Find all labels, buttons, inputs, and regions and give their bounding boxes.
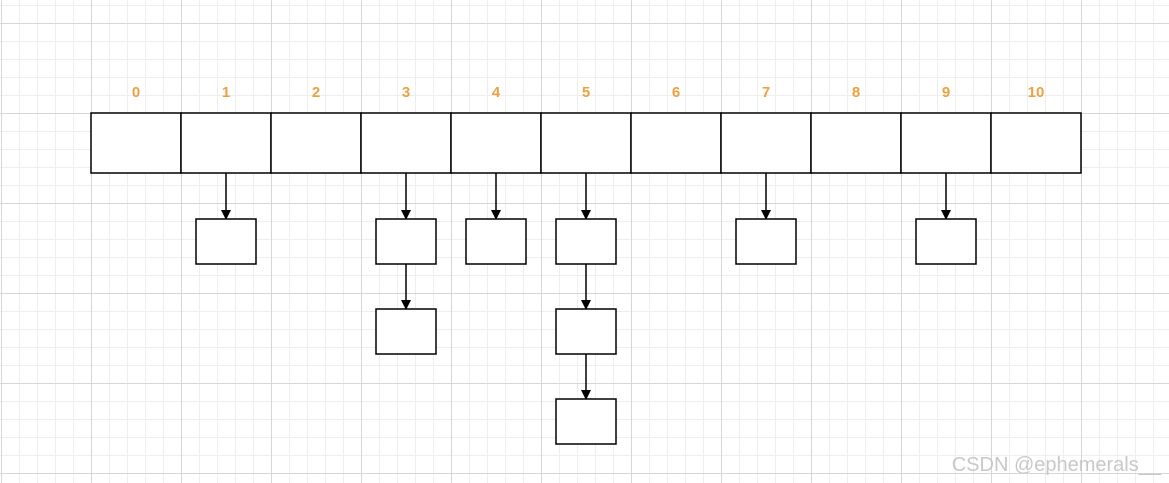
bucket-cell-10: [990, 112, 1082, 174]
index-label-9: 9: [942, 84, 950, 101]
index-label-6: 6: [672, 84, 680, 101]
chain-node-7-0: [735, 218, 797, 265]
bucket-cell-4: [450, 112, 542, 174]
index-label-2: 2: [312, 84, 320, 101]
chain-node-3-1: [375, 308, 437, 355]
collision-chains: [195, 173, 977, 445]
bucket-cell-9: [900, 112, 992, 174]
chain-node-1-0: [195, 218, 257, 265]
index-label-8: 8: [852, 84, 860, 101]
index-label-10: 10: [1028, 84, 1045, 101]
index-label-3: 3: [402, 84, 410, 101]
bucket-cell-7: [720, 112, 812, 174]
bucket-cell-6: [630, 112, 722, 174]
index-label-4: 4: [492, 84, 501, 101]
chain-node-5-1: [555, 308, 617, 355]
index-labels: 0 1 2 3 4 5 6 7 8 9 10: [132, 84, 1045, 101]
index-label-0: 0: [132, 84, 140, 101]
index-label-5: 5: [582, 84, 590, 101]
bucket-cell-8: [810, 112, 902, 174]
bucket-cell-1: [180, 112, 272, 174]
bucket-cell-0: [90, 112, 182, 174]
chain-node-5-0: [555, 218, 617, 265]
bucket-cell-2: [270, 112, 362, 174]
chain-node-9-0: [915, 218, 977, 265]
chain-node-5-2: [555, 398, 617, 445]
index-label-1: 1: [222, 84, 230, 101]
chain-node-4-0: [465, 218, 527, 265]
chain-node-3-0: [375, 218, 437, 265]
index-label-7: 7: [762, 84, 770, 101]
bucket-cell-3: [360, 112, 452, 174]
bucket-array: [90, 112, 1082, 174]
bucket-cell-5: [540, 112, 632, 174]
watermark: CSDN @ephemerals__: [951, 454, 1161, 476]
